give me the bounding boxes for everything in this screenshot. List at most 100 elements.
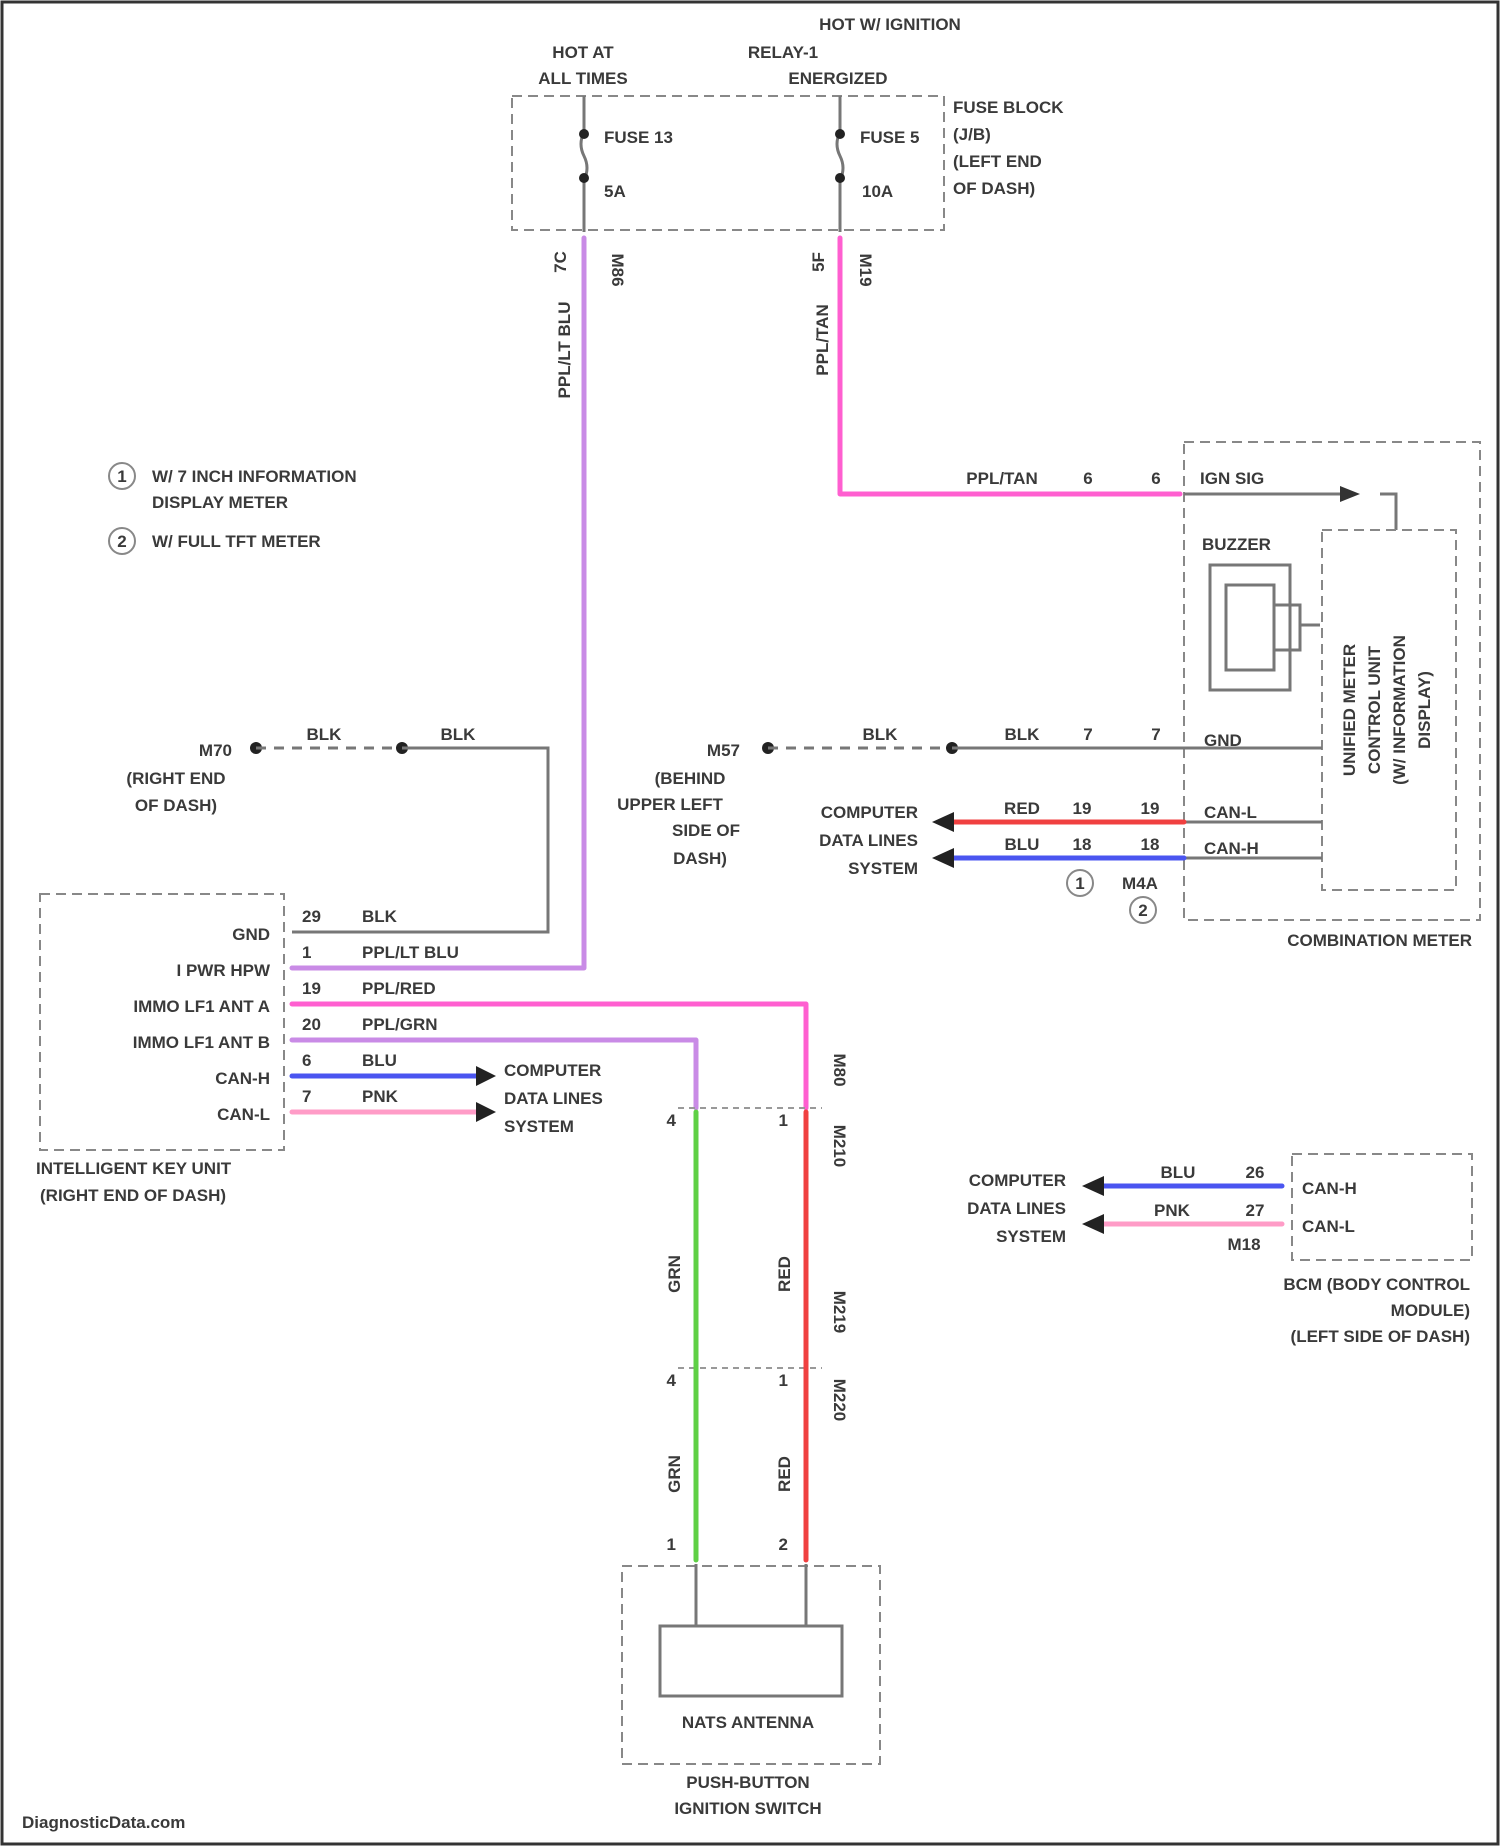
meter-ign-to-unit: [1380, 494, 1396, 530]
ik-computer-3: SYSTEM: [504, 1117, 574, 1136]
ik-pin-antb-num: 20: [302, 1015, 321, 1034]
fuse13-symbol: [581, 132, 587, 180]
legend-item-1-line1: W/ 7 INCH INFORMATION: [152, 467, 357, 486]
ground-m57-loc2: UPPER LEFT: [617, 795, 723, 814]
harness-conn-mid2: M219: [830, 1291, 849, 1334]
unified-meter-line1: UNIFIED METER: [1340, 644, 1359, 776]
wire-ppl-tan: [840, 238, 1180, 494]
bcm-canh-pin: 26: [1246, 1163, 1265, 1182]
ik-pin-canh-num: 6: [302, 1051, 311, 1070]
ground-m57-label: M57: [707, 741, 740, 760]
push-button-title-1: PUSH-BUTTON: [686, 1773, 809, 1792]
bcm-canl-label: CAN-L: [1302, 1217, 1355, 1236]
meter-canl-label: CAN-L: [1204, 803, 1257, 822]
fuse-block-title-3: (LEFT END: [953, 152, 1042, 171]
bcm-canh-label: CAN-H: [1302, 1179, 1357, 1198]
fuse5-amp: 10A: [862, 182, 893, 201]
ground-m57-wire2: BLK: [1005, 725, 1041, 744]
ground-m70-label: M70: [199, 741, 232, 760]
relay-label: RELAY-1: [748, 43, 818, 62]
fuse-block-title-2: (J/B): [953, 125, 991, 144]
bcm-canh-wire: BLU: [1161, 1163, 1196, 1182]
harness-pin-c: 4: [667, 1371, 677, 1390]
meter-computer-2: DATA LINES: [819, 831, 918, 850]
ik-pin-antb-label: IMMO LF1 ANT B: [133, 1033, 270, 1052]
all-times-label: ALL TIMES: [538, 69, 627, 88]
ik-wire-anta: PPL/RED: [362, 979, 436, 998]
meter-canh-pin-a: 18: [1073, 835, 1092, 854]
fuse-block-title-1: FUSE BLOCK: [953, 98, 1064, 117]
meter-gnd-pin-b: 7: [1151, 725, 1160, 744]
fuse5-connector: M19: [856, 253, 875, 286]
bcm-canl-arrow: [1082, 1214, 1104, 1234]
ground-m57-loc3: SIDE OF: [672, 821, 740, 840]
meter-variant-num-2: 2: [1138, 901, 1147, 920]
wire-ppl-ltblu: [292, 238, 584, 968]
energized-label: ENERGIZED: [788, 69, 887, 88]
meter-variant-num-1: 1: [1075, 874, 1084, 893]
meter-canl-pin-b: 19: [1141, 799, 1160, 818]
meter-computer-3: SYSTEM: [848, 859, 918, 878]
harness-pin-e: 1: [667, 1535, 676, 1554]
bcm-canl-pin: 27: [1246, 1201, 1265, 1220]
ik-computer-1: COMPUTER: [504, 1061, 601, 1080]
harness-conn-low: M220: [830, 1379, 849, 1422]
harness-pin-a: 4: [667, 1111, 677, 1130]
meter-gnd-pin-a: 7: [1083, 725, 1092, 744]
meter-ign-pin-a: 6: [1083, 469, 1092, 488]
fuse5-terminal-bottom: [835, 173, 845, 183]
ik-pin-gnd-label: GND: [232, 925, 270, 944]
unified-meter-line3: (W/ INFORMATION: [1390, 635, 1409, 785]
meter-canl-pin-a: 19: [1073, 799, 1092, 818]
nats-antenna-label: NATS ANTENNA: [682, 1713, 814, 1732]
nats-antenna-icon: [660, 1626, 842, 1696]
combination-meter-title: COMBINATION METER: [1287, 931, 1472, 950]
ik-pin-gnd-num: 29: [302, 907, 321, 926]
meter-computer-1: COMPUTER: [821, 803, 918, 822]
meter-ign-wire-label: PPL/TAN: [966, 469, 1037, 488]
meter-connector-id: M4A: [1122, 874, 1158, 893]
legend-item-2: W/ FULL TFT METER: [152, 532, 321, 551]
ik-pin-canl-num: 7: [302, 1087, 311, 1106]
fuse-block-box: [512, 96, 944, 230]
hot-w-ignition-label: HOT W/ IGNITION: [819, 15, 961, 34]
ground-m70-wire: [292, 748, 548, 932]
fuse13-connector: M86: [608, 253, 627, 286]
hot-at-label: HOT AT: [552, 43, 614, 62]
bcm-canh-arrow: [1082, 1176, 1104, 1196]
legend-marker-2-num: 2: [117, 532, 126, 551]
ik-wire-gnd: BLK: [362, 907, 398, 926]
ik-canh-arrow: [476, 1066, 496, 1086]
meter-canl-arrow: [932, 812, 954, 832]
fuse-block-title-4: OF DASH): [953, 179, 1035, 198]
ik-wire-ipwr: PPL/LT BLU: [362, 943, 459, 962]
buzzer-coil: [1274, 605, 1300, 650]
ik-pin-ipwr-num: 1: [302, 943, 311, 962]
fuse5-symbol: [837, 132, 843, 180]
bcm-computer-3: SYSTEM: [996, 1227, 1066, 1246]
harness-pin-b: 1: [779, 1111, 788, 1130]
bcm-computer-2: DATA LINES: [967, 1199, 1066, 1218]
harness-grn-upper: GRN: [665, 1255, 684, 1293]
harness-red-lower: RED: [775, 1456, 794, 1492]
fuse13-name: FUSE 13: [604, 128, 673, 147]
bcm-title-1: BCM (BODY CONTROL: [1283, 1275, 1470, 1294]
fuse5-terminal-top: [835, 129, 845, 139]
ground-m57-loc1: (BEHIND: [655, 769, 726, 788]
fuse5-pin: 5F: [809, 252, 828, 272]
ground-m70-wire2: BLK: [441, 725, 477, 744]
ik-pin-ipwr-label: I PWR HPW: [177, 961, 271, 980]
harness-conn-mid: M210: [830, 1125, 849, 1168]
meter-canh-arrow: [932, 848, 954, 868]
meter-ign-arrow: [1340, 486, 1360, 502]
bcm-title-3: (LEFT SIDE OF DASH): [1291, 1327, 1470, 1346]
ground-m57-wire1: BLK: [863, 725, 899, 744]
ik-wire-antb: PPL/GRN: [362, 1015, 438, 1034]
buzzer-icon: [1210, 565, 1290, 690]
meter-ign-sig: IGN SIG: [1200, 469, 1264, 488]
fuse5-wire-color: PPL/TAN: [813, 304, 832, 375]
harness-conn-top: M80: [830, 1053, 849, 1086]
ik-canl-arrow: [476, 1102, 496, 1122]
fuse13-terminal-top: [579, 129, 589, 139]
fuse13-wire-color: PPL/LT BLU: [555, 302, 574, 399]
